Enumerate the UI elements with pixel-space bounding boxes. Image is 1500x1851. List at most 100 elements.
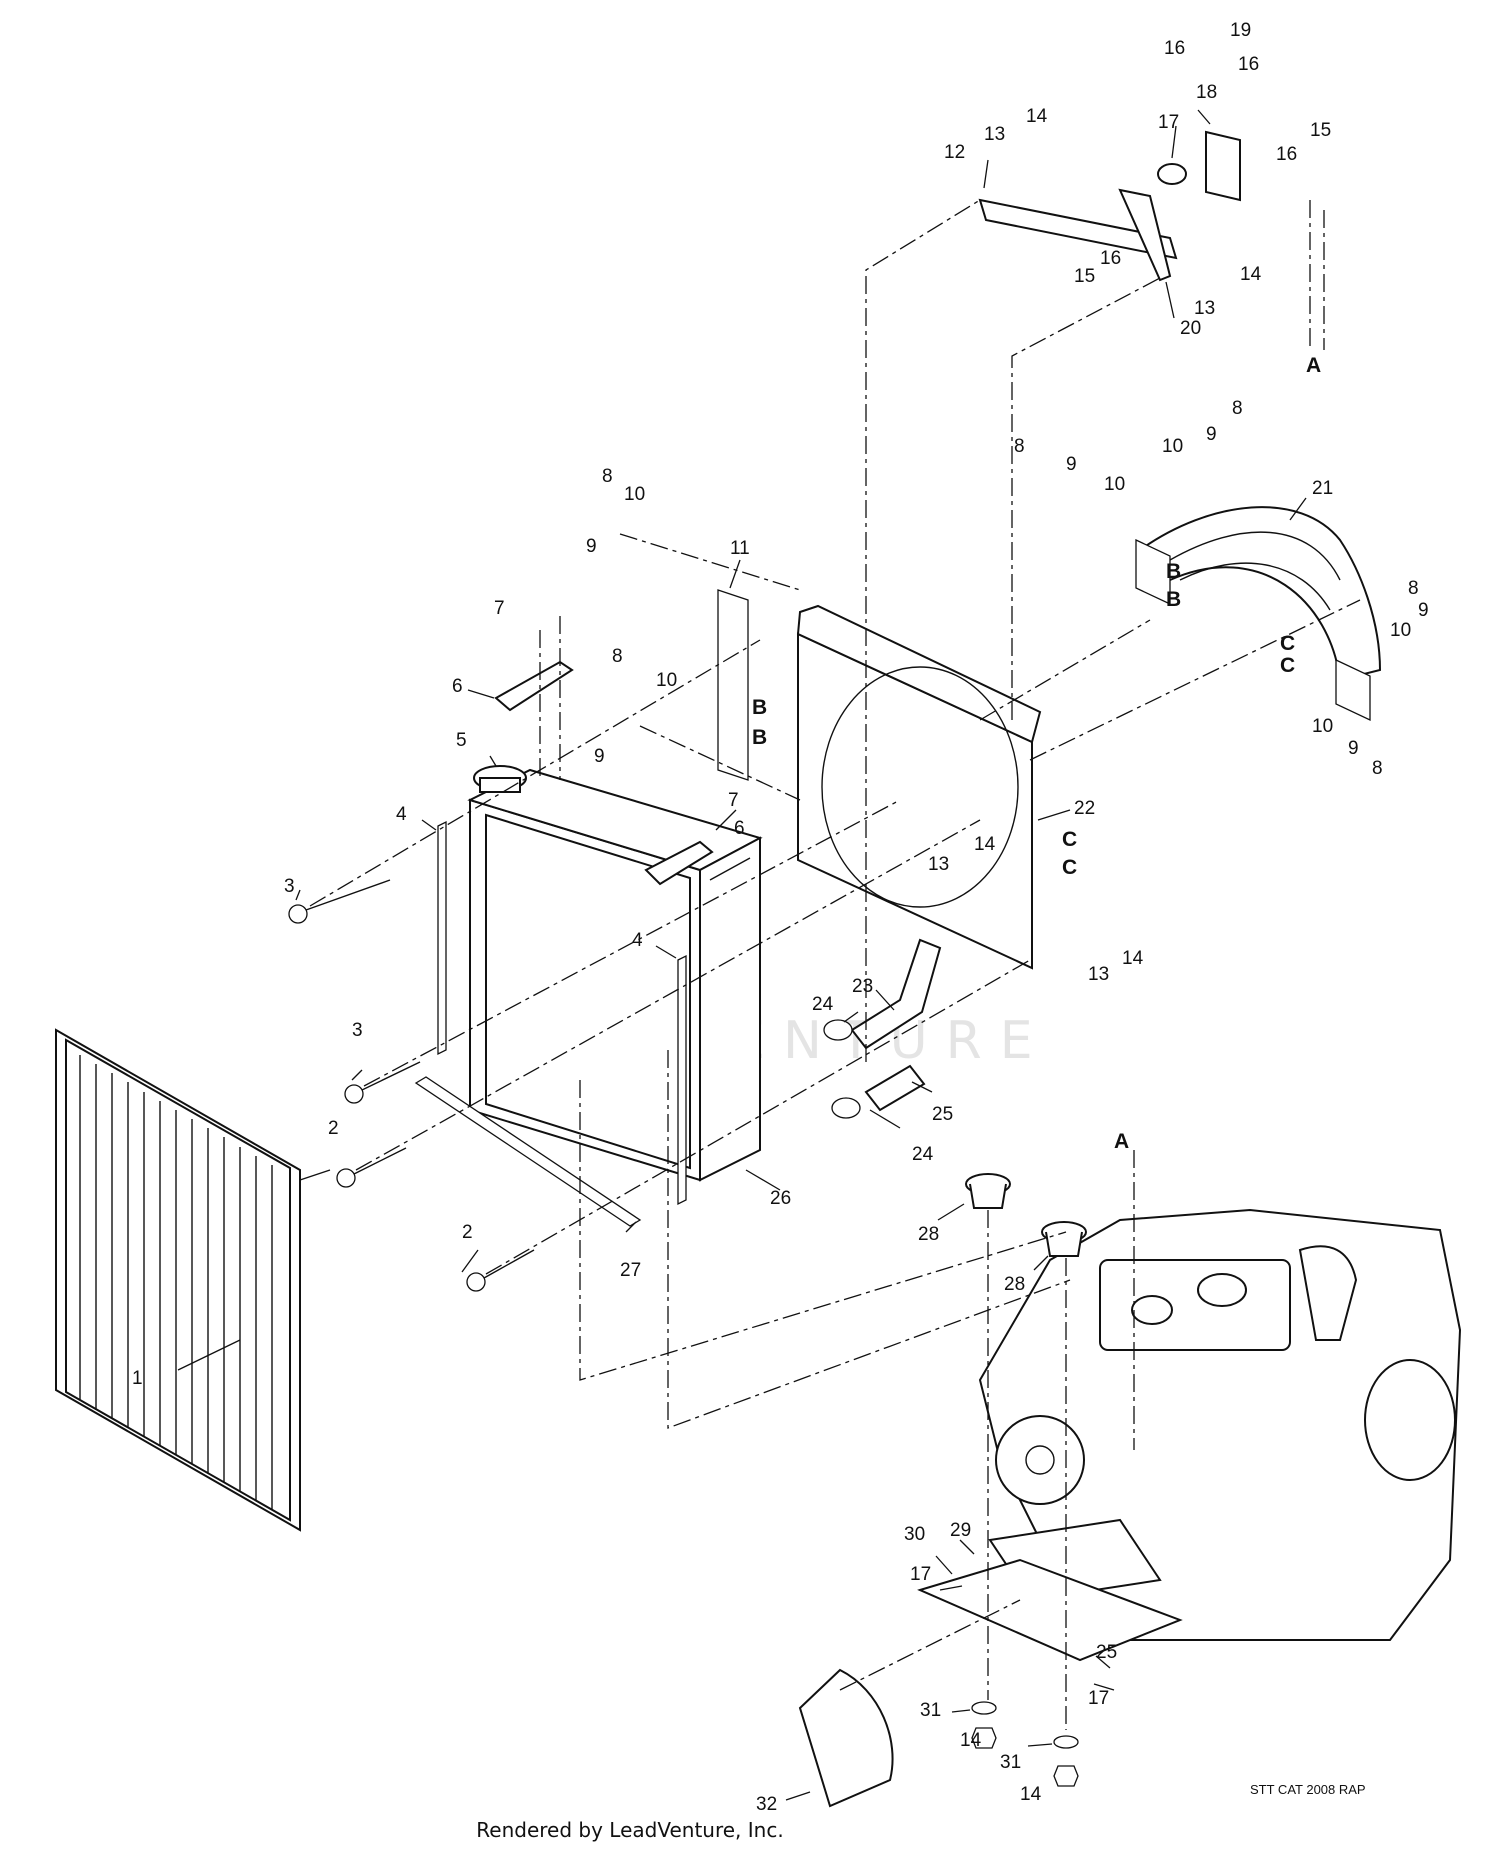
callout-15: 15 <box>1310 120 1331 141</box>
drawing-code: STT CAT 2008 RAP <box>1250 1782 1366 1797</box>
callout-14: 14 <box>974 834 996 855</box>
callout-8: 8 <box>1232 398 1243 419</box>
part-4-seal-left[interactable] <box>437 820 447 1056</box>
part-5-radiator-cap[interactable] <box>473 765 527 793</box>
callout-7: 7 <box>728 790 739 811</box>
part-2-bolt-lower[interactable] <box>466 1249 535 1292</box>
callout-8: 8 <box>612 646 623 667</box>
callout-9: 9 <box>586 536 597 557</box>
callout-31: 31 <box>1000 1752 1021 1773</box>
ref-letter-b: B <box>1166 588 1181 611</box>
part-3-bolt-lower[interactable] <box>344 1061 421 1104</box>
part-2-bolt-upper[interactable] <box>336 1147 407 1188</box>
part-21-bracket-b[interactable] <box>1135 538 1171 606</box>
part-20-brace[interactable] <box>1118 188 1172 282</box>
callout-16: 16 <box>1276 144 1297 165</box>
ref-letter-c: C <box>1280 632 1295 655</box>
part-27-bottom-bracket[interactable] <box>414 1076 642 1227</box>
callout-10: 10 <box>656 670 677 691</box>
callout-14: 14 <box>960 1730 982 1751</box>
callout-9: 9 <box>1066 454 1077 475</box>
engine <box>978 1208 1462 1641</box>
callout-10: 10 <box>624 484 645 505</box>
part-12-brace[interactable] <box>978 198 1178 260</box>
callout-3: 3 <box>284 876 295 897</box>
callout-13: 13 <box>1194 298 1215 319</box>
assembly-lines <box>309 199 1361 1730</box>
callout-4: 4 <box>632 930 643 951</box>
callout-28: 28 <box>918 1224 939 1245</box>
part-31-washer-left[interactable] <box>971 1701 997 1715</box>
callout-14: 14 <box>1240 264 1262 285</box>
callout-16: 16 <box>1100 248 1121 269</box>
callout-8: 8 <box>1014 436 1025 457</box>
part-21-fan-guard[interactable] <box>1138 506 1382 682</box>
callout-20: 20 <box>1180 318 1201 339</box>
callout-25: 25 <box>932 1104 953 1125</box>
part-4-seal-right[interactable] <box>677 954 687 1206</box>
callout-26: 26 <box>770 1188 791 1209</box>
callout-16: 16 <box>1164 38 1185 59</box>
callout-2: 2 <box>462 1222 473 1243</box>
part-30-engine-mount-plate[interactable] <box>917 1558 1183 1662</box>
callout-24: 24 <box>812 994 834 1015</box>
callout-29: 29 <box>950 1520 971 1541</box>
part-24-hose-clamp-lower[interactable] <box>831 1097 861 1119</box>
callout-3: 3 <box>352 1020 363 1041</box>
part-6-clip-right[interactable] <box>644 840 714 886</box>
callout-10: 10 <box>1390 620 1411 641</box>
ref-letter-c: C <box>1062 828 1077 851</box>
callout-14: 14 <box>1026 106 1048 127</box>
callout-9: 9 <box>1348 738 1359 759</box>
callout-30: 30 <box>904 1524 925 1545</box>
part-28-isolator-lower[interactable] <box>1041 1221 1087 1257</box>
part-22-fan-shroud[interactable] <box>796 604 1042 970</box>
callout-18: 18 <box>1196 82 1217 103</box>
part-32-belt-guard[interactable] <box>798 1668 894 1808</box>
part-31-washer-right[interactable] <box>1053 1735 1079 1749</box>
callout-11: 11 <box>730 538 750 559</box>
reference-letters: A A B B B B C C C C <box>752 354 1321 1153</box>
ref-letter-a-bottom: A <box>1114 1130 1129 1153</box>
part-25-lower-hose[interactable] <box>864 1064 926 1112</box>
callout-5: 5 <box>456 730 467 751</box>
part-14-nut-bottom-left[interactable] <box>971 1727 997 1749</box>
callout-15: 15 <box>1074 266 1095 287</box>
callout-21: 21 <box>1312 478 1333 499</box>
callout-27: 27 <box>620 1260 641 1281</box>
callout-17: 17 <box>1088 1688 1109 1709</box>
callout-17: 17 <box>1158 112 1179 133</box>
callout-8: 8 <box>1372 758 1383 779</box>
part-6-clip-top[interactable] <box>494 660 574 712</box>
part-3-bolt-upper[interactable] <box>288 879 391 924</box>
part-24-hose-clamp-upper[interactable] <box>823 1019 853 1041</box>
callout-7: 7 <box>494 598 505 619</box>
ref-letter-b: B <box>752 726 767 749</box>
callout-28: 28 <box>1004 1274 1025 1295</box>
callout-12: 12 <box>944 142 965 163</box>
part-11-gasket[interactable] <box>717 589 749 781</box>
callout-23: 23 <box>852 976 873 997</box>
callout-19: 19 <box>1230 20 1251 41</box>
callout-13: 13 <box>1088 964 1109 985</box>
part-1-grille[interactable] <box>55 1028 301 1532</box>
callout-8: 8 <box>1408 578 1419 599</box>
part-14-nut-bottom-right[interactable] <box>1053 1765 1079 1787</box>
part-26-radiator[interactable] <box>467 768 763 1182</box>
part-28-isolator-upper[interactable] <box>965 1173 1011 1209</box>
callout-14: 14 <box>1122 948 1144 969</box>
callout-24: 24 <box>912 1144 934 1165</box>
callout-14: 14 <box>1020 1784 1042 1805</box>
part-18-mount-bracket[interactable] <box>1205 130 1241 202</box>
callout-6: 6 <box>734 818 745 839</box>
callout-9: 9 <box>594 746 605 767</box>
ref-letter-b: B <box>1166 560 1181 583</box>
part-17-isolator-top[interactable] <box>1157 163 1187 185</box>
callout-9: 9 <box>1206 424 1217 445</box>
part-21-bracket-c[interactable] <box>1335 658 1371 722</box>
footer-text: Rendered by LeadVenture, Inc. <box>476 1818 784 1842</box>
callout-13: 13 <box>928 854 949 875</box>
callout-9: 9 <box>1418 600 1429 621</box>
callout-2: 2 <box>328 1118 339 1139</box>
